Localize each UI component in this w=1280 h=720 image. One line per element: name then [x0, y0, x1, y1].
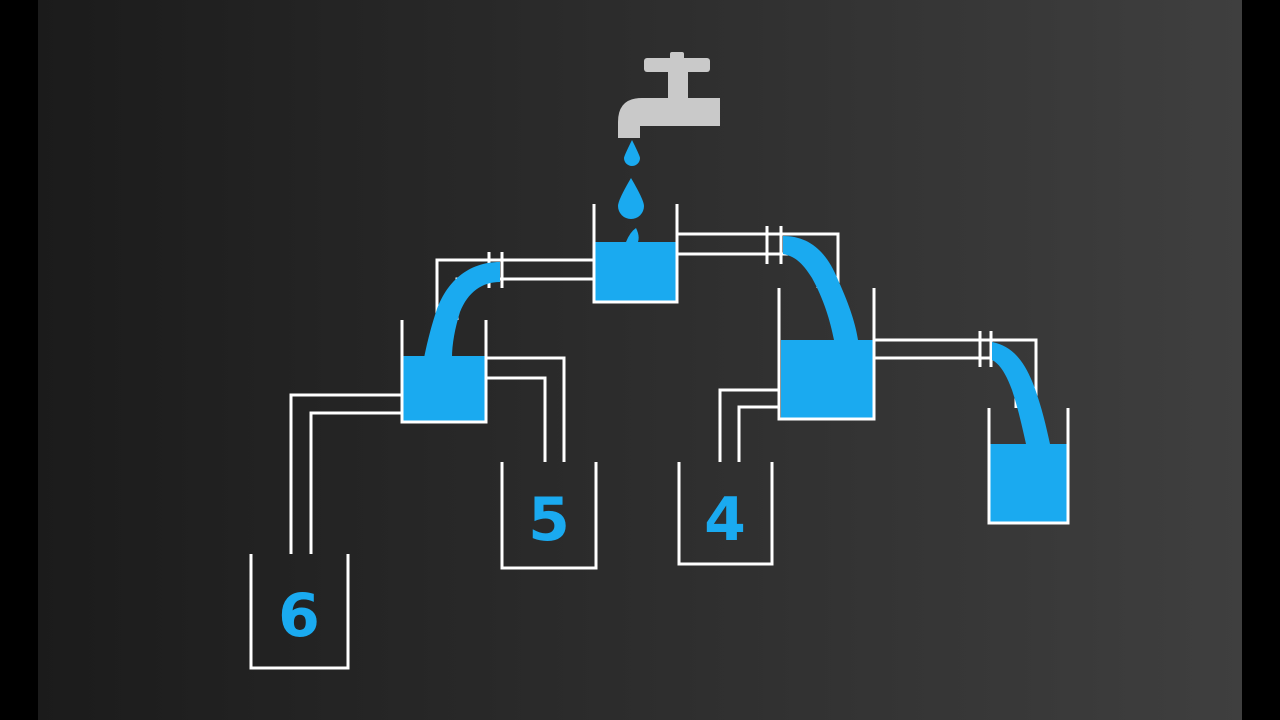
tap-icon [618, 52, 720, 138]
cup-left [400, 320, 488, 424]
water-stream-to-far-right-cup [992, 342, 1050, 444]
cup-6 [249, 554, 350, 670]
water-drop-large [618, 178, 644, 219]
pipe-left-to-cup-5 [487, 356, 566, 462]
cup-far-right [987, 408, 1070, 525]
cup-4 [677, 462, 774, 566]
water-stream-to-left-cup [424, 262, 500, 358]
letterbox-left [0, 0, 38, 720]
cup-5 [500, 462, 598, 570]
water-top-cup [595, 242, 676, 302]
cup-6-label: 6 [278, 581, 320, 651]
pipe-right-to-cup-4 [718, 388, 779, 462]
water-far-right-cup [990, 444, 1067, 522]
cup-4-label: 4 [704, 485, 746, 555]
cup-top [592, 204, 679, 304]
water-right-cup [781, 340, 873, 418]
water-drop-small [624, 140, 640, 166]
water-splash-top [626, 228, 639, 242]
water-stream-to-right-cup [783, 236, 858, 340]
cup-5-label: 5 [528, 485, 570, 555]
water-left-cup [403, 356, 485, 421]
pipe-left-to-cup-6 [289, 393, 402, 554]
cup-right [777, 288, 876, 421]
letterbox-right [1242, 0, 1280, 720]
